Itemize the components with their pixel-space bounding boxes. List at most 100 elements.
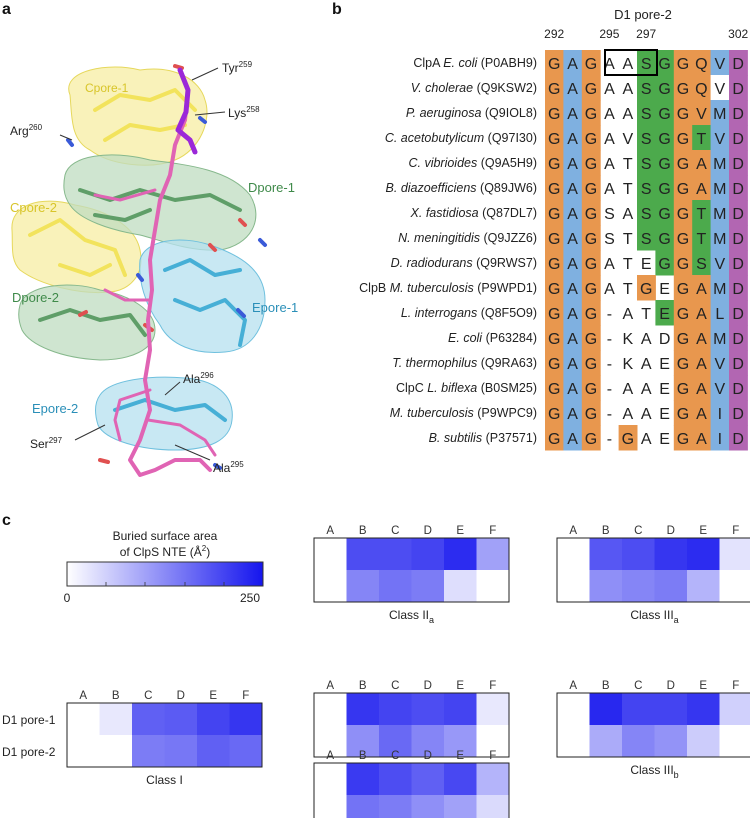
residue-letter: A xyxy=(567,256,578,273)
residue-letter: S xyxy=(641,56,652,73)
residue-letter: A xyxy=(641,356,652,373)
residue-letter: E xyxy=(659,281,670,298)
residue-letter: A xyxy=(604,81,615,98)
residue-letter: S xyxy=(641,181,652,198)
column-label: A xyxy=(326,680,334,692)
residue-letter: G xyxy=(658,156,670,173)
group-label: ClpC xyxy=(396,381,427,395)
residue-letter: G xyxy=(677,406,689,423)
residue-letter: A xyxy=(567,206,578,223)
position-label: 302 xyxy=(728,27,748,41)
residue-letter: T xyxy=(623,181,633,198)
residue-letter: G xyxy=(585,206,597,223)
residue-letter: G xyxy=(585,381,597,398)
residue-letter: G xyxy=(658,106,670,123)
column-label: B xyxy=(112,690,120,702)
heatmap-cell xyxy=(314,538,347,570)
residue-letter: T xyxy=(623,256,633,273)
residue-letter: S xyxy=(604,231,615,248)
heatmap-cell xyxy=(687,725,720,757)
residue-letter: E xyxy=(641,256,652,273)
column-label: D xyxy=(424,525,432,537)
residue-letter: A xyxy=(622,56,633,73)
residue-letter: E xyxy=(659,306,670,323)
residue-letter: G xyxy=(585,131,597,148)
heatmap-cell xyxy=(347,538,380,570)
heatmap-cell xyxy=(720,725,750,757)
residue-letter: G xyxy=(677,81,689,98)
residue-letter: G xyxy=(548,331,560,348)
residue-letter: A xyxy=(696,331,707,348)
residue-letter: G xyxy=(548,381,560,398)
residue-letter: T xyxy=(697,231,707,248)
residue-letter: E xyxy=(659,356,670,373)
species-label: E. coli (P63284) xyxy=(448,331,537,345)
heatmap-cell xyxy=(557,570,590,602)
residue-letter: G xyxy=(548,156,560,173)
heatmap-cell xyxy=(314,763,347,795)
residue-letter: S xyxy=(641,106,652,123)
residue-letter: Q xyxy=(695,56,707,73)
residue-letter: A xyxy=(641,406,652,423)
heatmap-cell xyxy=(477,693,510,725)
heatmap-cell xyxy=(412,795,445,818)
residue-letter: G xyxy=(677,181,689,198)
column-label: D xyxy=(667,680,675,692)
residue-letter: S xyxy=(641,81,652,98)
species-label: ClpB M. tuberculosis (P9WPD1) xyxy=(359,281,537,295)
residue-letter: A xyxy=(567,131,578,148)
heatmap-row-label: D1 pore-2 xyxy=(2,745,56,759)
group-label: ClpB xyxy=(359,281,390,295)
residue-letter: G xyxy=(548,356,560,373)
residue-letter: G xyxy=(548,406,560,423)
species-label: X. fastidiosa (Q87DL7) xyxy=(410,206,537,220)
residue-letter: G xyxy=(677,256,689,273)
label-epore2: Epore-2 xyxy=(32,401,78,416)
species-label: C. vibrioides (Q9A5H9) xyxy=(408,156,537,170)
residue-letter: A xyxy=(641,381,652,398)
residue-letter: V xyxy=(714,356,725,373)
position-label: 292 xyxy=(544,27,564,41)
heatmap-cell xyxy=(655,693,688,725)
residue-letter: A xyxy=(604,156,615,173)
residue-letter: S xyxy=(696,256,707,273)
residue-letter: G xyxy=(585,156,597,173)
heatmap-cell xyxy=(379,538,412,570)
heatmap-cell xyxy=(622,725,655,757)
column-label: C xyxy=(391,680,399,692)
column-label: B xyxy=(359,750,367,762)
heatmap-cell xyxy=(477,570,510,602)
residue-letter: G xyxy=(548,131,560,148)
column-label: B xyxy=(602,680,610,692)
species-label: N. meningitidis (Q9JZZ6) xyxy=(398,231,537,245)
residue-letter: A xyxy=(567,56,578,73)
heatmap-cell xyxy=(230,703,263,735)
residue-letter: A xyxy=(567,306,578,323)
residue-letter: G xyxy=(585,306,597,323)
label-ala295: Ala295 xyxy=(213,460,244,475)
residue-letter: G xyxy=(677,281,689,298)
residue-letter: V xyxy=(622,131,633,148)
column-label: A xyxy=(569,680,577,692)
residue-letter: D xyxy=(732,306,744,323)
residue-letter: G xyxy=(658,181,670,198)
label-ser297: Ser297 xyxy=(30,436,63,451)
residue-letter: - xyxy=(607,381,612,398)
residue-letter: G xyxy=(677,381,689,398)
residue-letter: G xyxy=(585,406,597,423)
species-label: D. radiodurans (Q9RWS7) xyxy=(391,256,537,270)
column-label: E xyxy=(456,525,464,537)
residue-letter: A xyxy=(696,381,707,398)
residue-letter: D xyxy=(732,206,744,223)
residue-letter: G xyxy=(585,356,597,373)
residue-letter: D xyxy=(732,131,744,148)
heatmap-cell xyxy=(412,763,445,795)
colorbar-title-line2: of ClpS NTE (Å2) xyxy=(120,544,210,559)
heatmap-cell xyxy=(477,763,510,795)
residue-letter: G xyxy=(677,106,689,123)
residue-letter: G xyxy=(677,431,689,448)
